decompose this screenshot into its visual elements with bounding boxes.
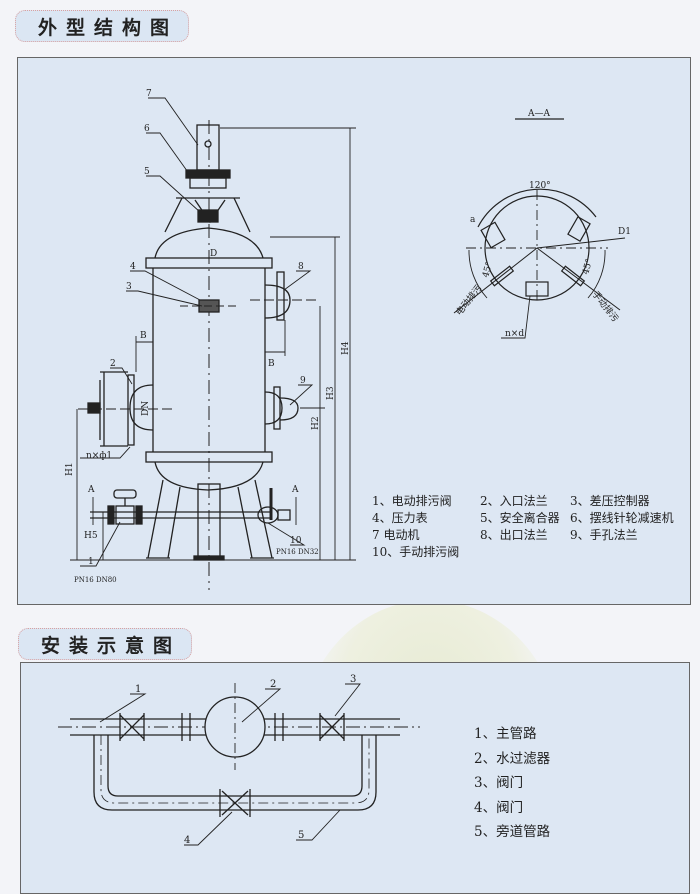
callout-4: 4 (130, 262, 136, 272)
callout-10: 10 (290, 536, 302, 546)
install-legend-item: 5、旁道管路 (474, 824, 551, 840)
legend-item: 10、手动排污阀 (372, 545, 460, 559)
section-label: A—A (527, 109, 550, 119)
section-mark-a-right: A (291, 485, 299, 495)
dim-d1: D1 (618, 227, 631, 237)
dim-dn: DN (141, 401, 151, 416)
install-legend-item: 3、阀门 (474, 775, 524, 791)
dim-a: a (470, 215, 476, 225)
legend-item: 1、电动排污阀 (372, 494, 452, 508)
install-callout-4: 4 (184, 835, 190, 846)
angle-120: 120° (529, 181, 551, 191)
install-legend-item: 2、水过滤器 (474, 750, 551, 767)
install-callout-3: 3 (350, 674, 356, 685)
dim-h2: H2 (311, 416, 321, 430)
dim-h3: H3 (326, 386, 336, 400)
callout-3: 3 (126, 282, 132, 292)
legend-item: 2、入口法兰 (480, 494, 548, 508)
install-legend-item: 4、阀门 (474, 799, 524, 816)
callout-5: 5 (144, 167, 150, 177)
electric-drain-label: 电动排污 (453, 282, 485, 318)
filter-elevation-labels: 7 6 5 4 3 8 9 2 1 10 D B B n×ф1 A A H5 H… (65, 89, 351, 584)
install-drawing (58, 683, 420, 846)
filter-elevation-drawing (70, 97, 356, 590)
install-legend: 1、主管路 2、水过滤器 3、阀门 4、阀门 5、旁道管路 (474, 722, 550, 845)
legend-item: 9、手孔法兰 (570, 528, 638, 542)
dim-h1: H1 (65, 462, 75, 476)
install-callout-5: 5 (298, 830, 304, 841)
install-callout-1: 1 (135, 684, 141, 695)
angle-45-right: 45° (581, 258, 595, 276)
install-callouts: 1 2 3 4 5 (135, 674, 356, 846)
callout-8: 8 (298, 262, 304, 272)
dim-h5: H5 (84, 531, 98, 541)
callout-2: 2 (110, 359, 116, 369)
dim-h4: H4 (341, 341, 351, 355)
legend-item: 6、摆线针轮减速机 (570, 511, 674, 525)
section-mark-a-left: A (87, 485, 95, 495)
inlet-spec: PN16 DN80 (74, 576, 117, 584)
dim-b-left: B (140, 331, 147, 341)
callout-6: 6 (144, 124, 150, 134)
callout-9: 9 (300, 376, 306, 386)
callout-1: 1 (88, 557, 94, 567)
manual-drain-label: 手动排污 (590, 288, 622, 324)
legend-item: 8、出口法兰 (480, 528, 548, 542)
structure-diagram-panel (17, 57, 691, 605)
install-legend-item: 1、主管路 (474, 726, 537, 742)
structure-legend: 1、电动排污阀 2、入口法兰 3、差压控制器 4、压力表 5、安全离合器 6、摆线针轮减… (372, 492, 674, 560)
dim-n-phi1: n×ф1 (86, 451, 112, 461)
dim-n-x-d: n×d (505, 329, 524, 339)
legend-item: 5、安全离合器 (480, 511, 560, 525)
legend-item: 7 电动机 (372, 528, 420, 542)
install-callout-2: 2 (270, 679, 276, 690)
angle-45-left: 45° (481, 261, 495, 279)
structure-section-title: 外型结构图 (15, 10, 189, 42)
dim-d: D (210, 249, 217, 259)
drain-spec: PN16 DN32 (276, 548, 319, 556)
legend-item: 3、差压控制器 (570, 494, 650, 508)
install-diagram-panel (20, 662, 690, 894)
legend-item: 4、压力表 (372, 511, 428, 525)
callout-7: 7 (146, 89, 152, 99)
section-a-a-drawing (453, 118, 626, 339)
dim-b-right: B (268, 359, 275, 369)
install-section-title: 安装示意图 (18, 628, 192, 660)
